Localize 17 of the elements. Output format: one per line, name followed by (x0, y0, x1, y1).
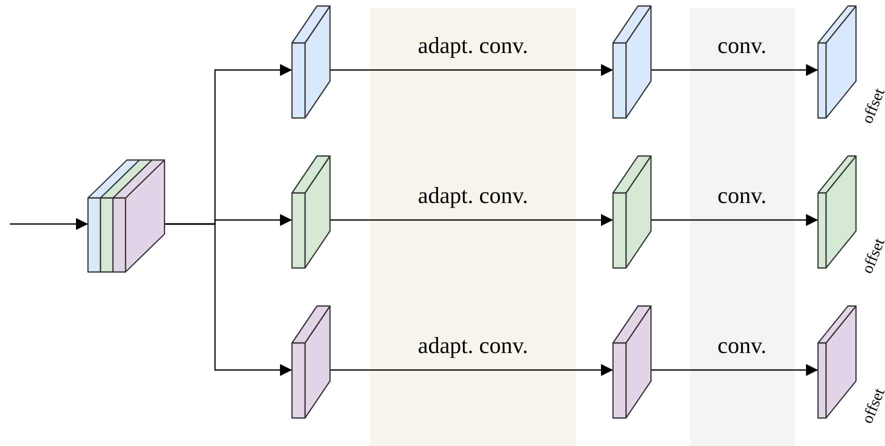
arrow (330, 64, 613, 76)
edge-label: conv. (718, 184, 766, 207)
arrow (330, 364, 613, 376)
edge-label: adapt. conv. (418, 34, 528, 57)
arrow (651, 214, 818, 226)
offset-label: offset (860, 386, 885, 426)
edge-label: adapt. conv. (418, 334, 528, 357)
edge-label: conv. (718, 334, 766, 357)
edge-label: adapt. conv. (418, 184, 528, 207)
arrow (165, 223, 292, 376)
arrow (651, 64, 818, 76)
arrow (10, 218, 88, 230)
offset-label: offset (860, 236, 885, 276)
arrow (330, 214, 613, 226)
edge-label: conv. (718, 34, 766, 57)
arrow (651, 364, 818, 376)
offset-label: offset (860, 86, 885, 126)
